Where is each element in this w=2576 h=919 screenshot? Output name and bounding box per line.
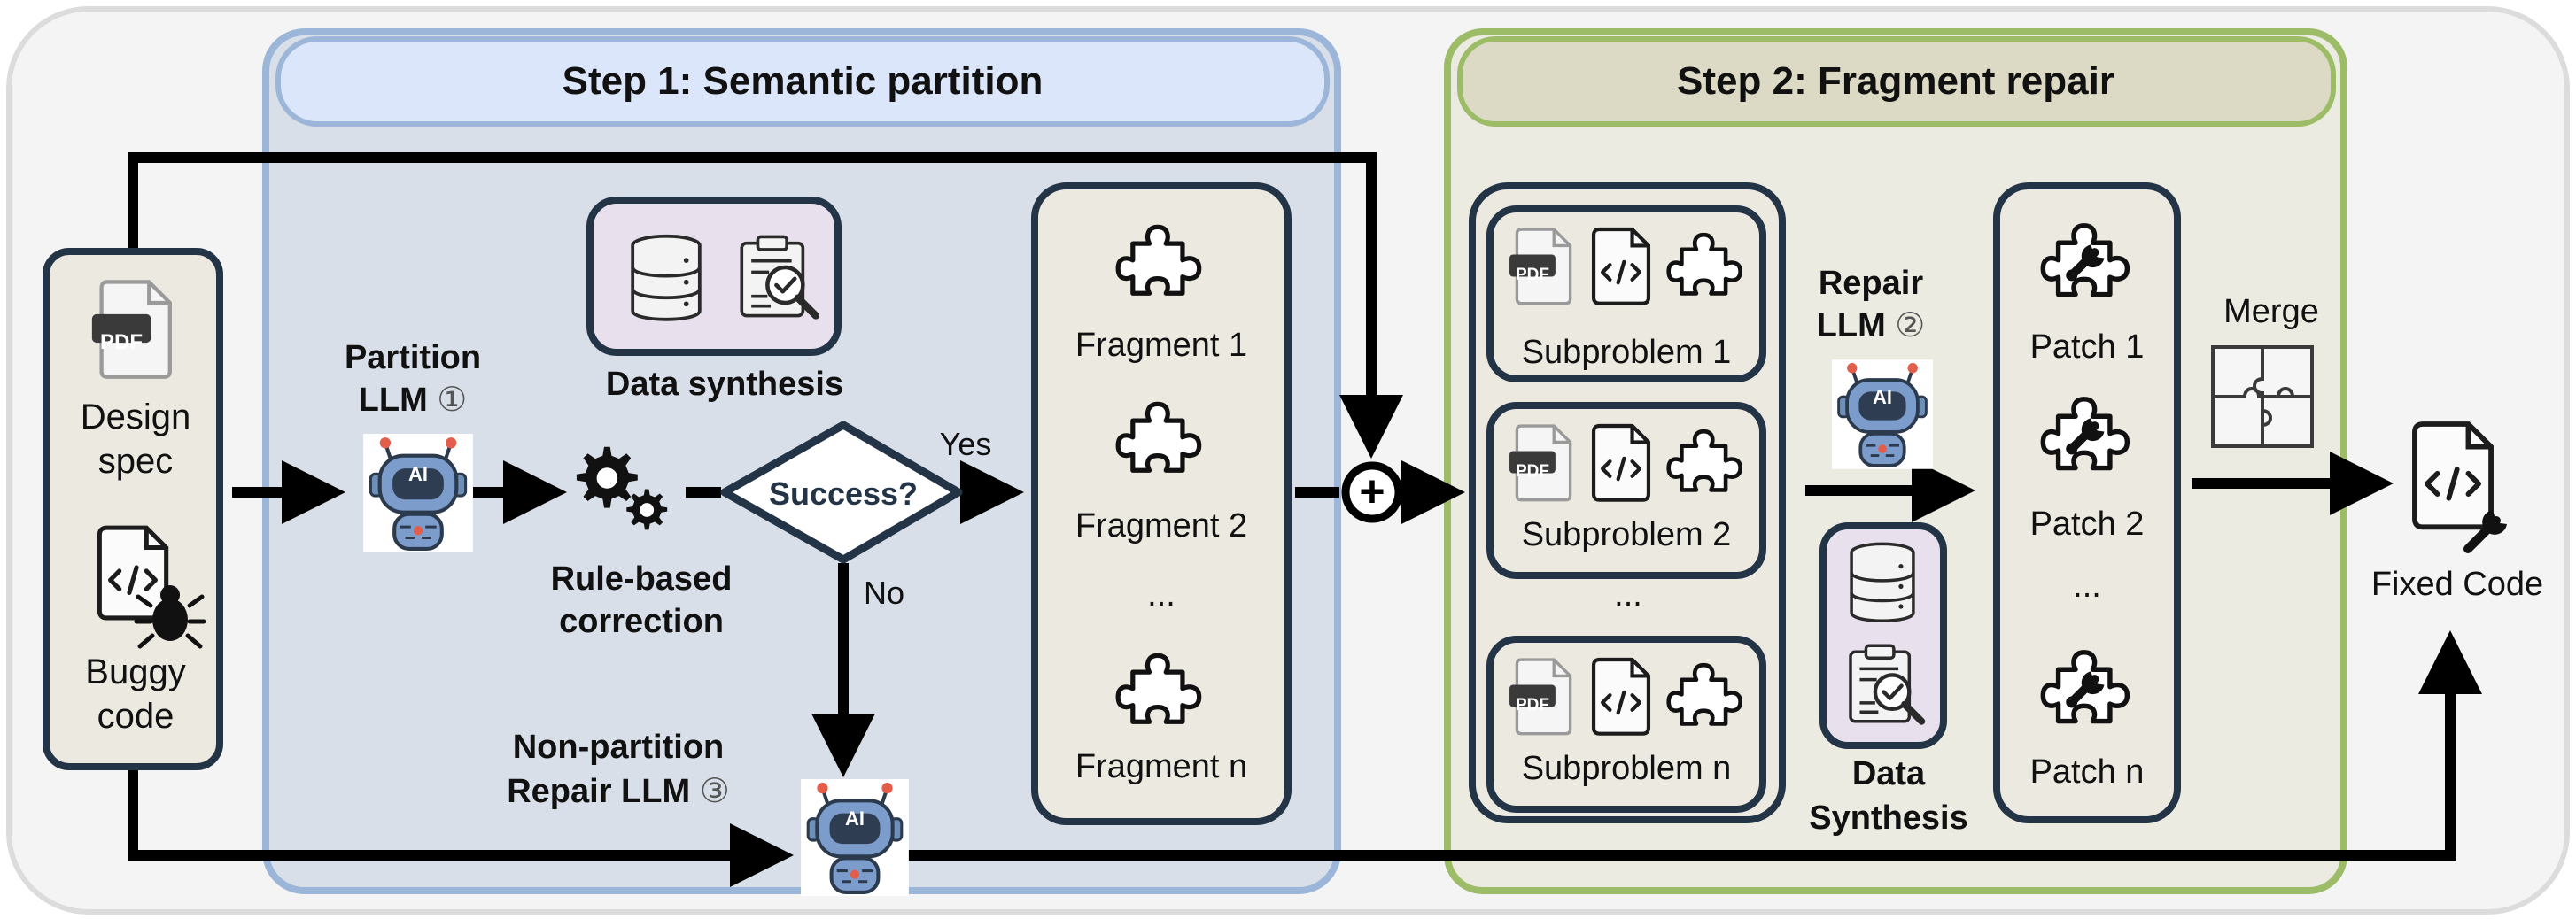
merge-puzzle-icon [2211,345,2314,448]
decision-label: Success? [769,475,918,512]
robot-icon: AI [363,434,473,552]
non-partition-badge: AI [845,807,865,830]
svg-text:LLM ②: LLM ② [1817,307,1926,344]
inputs-pdf-badge: PDF [100,330,143,354]
subproblem-label-2: Subproblem 2 [1522,516,1732,553]
patch-label-3: Patch n [2030,753,2145,791]
code-file-icon [1594,660,1649,734]
inputs-box: PDF Design spec Buggy code [43,248,223,770]
subproblems-ellipsis: ... [1614,576,1642,614]
bottom-arrow-to-non-partition [128,760,794,887]
rule-based-line2: correction [559,603,724,640]
subproblem-pdf-badge: PDF [1516,696,1549,714]
bug-icon [134,585,206,649]
data-synthesis-bottom: Data Synthesis [1809,522,1968,837]
non-partition-line1: Non-partition [513,729,725,766]
non-partition-line2: Repair LLM [507,773,690,810]
wrench-icon [2463,510,2507,553]
fragments-box: Fragment 1 Fragment 2 ... Fragment n [1031,182,1292,825]
fragment-label-1: Fragment 1 [1075,327,1247,364]
data-synthesis-top-label: Data synthesis [606,366,843,403]
patch-label-2: Patch 2 [2030,506,2145,543]
flow-arrows [128,152,2482,887]
partition-llm-marker: ① [437,382,467,419]
decision-yes-label: Yes [940,426,992,462]
robot-icon: AI [801,779,909,896]
patch-label-1: Patch 1 [2030,328,2145,366]
subproblem-pdf-badge: PDF [1516,462,1549,481]
subproblem-pdf-badge: PDF [1516,266,1549,284]
fixed-code: Fixed Code [2371,424,2543,603]
non-partition-marker: ③ [700,773,730,810]
design-spec-label-line1: Design [81,398,191,436]
data-synthesis-bottom-line1: Data [1852,755,1926,792]
code-file-icon [1594,426,1649,500]
buggy-code-label-line1: Buggy [85,653,185,691]
partition-llm: Partition LLM ① AI [345,339,481,552]
robot-icon: AI [1832,359,1933,469]
non-partition-to-fixed-code-arrow [898,630,2482,861]
rule-based-line1: Rule-based [551,560,733,598]
svg-text:Repair LLM ③: Repair LLM ③ [507,773,730,810]
success-decision: Success? Yes No [720,421,992,611]
fragments-ellipsis: ... [1147,576,1175,614]
fragment-label-2: Fragment 2 [1075,507,1247,544]
repair-llm-marker: ② [1895,307,1925,344]
top-bypass-arrow [128,152,1403,459]
decision-no-label: No [864,575,904,611]
non-partition-llm: Non-partition Repair LLM ③ AI [507,729,909,896]
repair-llm: Repair LLM ② AI [1817,265,1933,469]
code-file-icon [2415,424,2491,527]
rule-based-correction: Rule-based correction [551,446,733,640]
plus-symbol: + [1359,467,1385,516]
subproblem-icons: PDF PDF PDF [1508,229,1741,734]
partition-llm-line1: Partition [345,339,481,376]
buggy-code-label-line2: code [97,697,175,736]
code-file-icon [99,528,166,618]
merge-label: Merge [2223,293,2319,330]
repair-llm-line1: Repair [1819,265,1923,302]
merge: Merge [2211,293,2319,448]
patches-ellipsis: ... [2073,568,2101,605]
fragment-label-3: Fragment n [1075,748,1247,785]
subproblem-label-3: Subproblem n [1522,750,1732,787]
step1-title: Step 1: Semantic partition [563,59,1044,103]
partition-llm-badge: AI [408,463,428,485]
repair-llm-line2: LLM [1817,307,1886,344]
svg-text:LLM ①: LLM ① [359,382,468,419]
fixed-code-label: Fixed Code [2371,566,2543,603]
pdf-file-icon: PDF [92,282,170,376]
design-spec-label-line2: spec [98,442,174,481]
subproblem-label-1: Subproblem 1 [1522,334,1732,371]
data-synthesis-top: Data synthesis [586,197,843,403]
patches-box: Patch 1 Patch 2 ... Patch n [1993,182,2181,823]
data-synthesis-bottom-line2: Synthesis [1809,799,1968,837]
code-file-icon [1594,229,1649,304]
database-icon [1850,542,1915,623]
repair-llm-badge: AI [1873,386,1892,408]
step2-title: Step 2: Fragment repair [1677,59,2114,103]
partition-llm-line2: LLM [359,382,428,419]
database-icon [631,234,702,321]
merge-plus-node: + [1341,461,1403,523]
